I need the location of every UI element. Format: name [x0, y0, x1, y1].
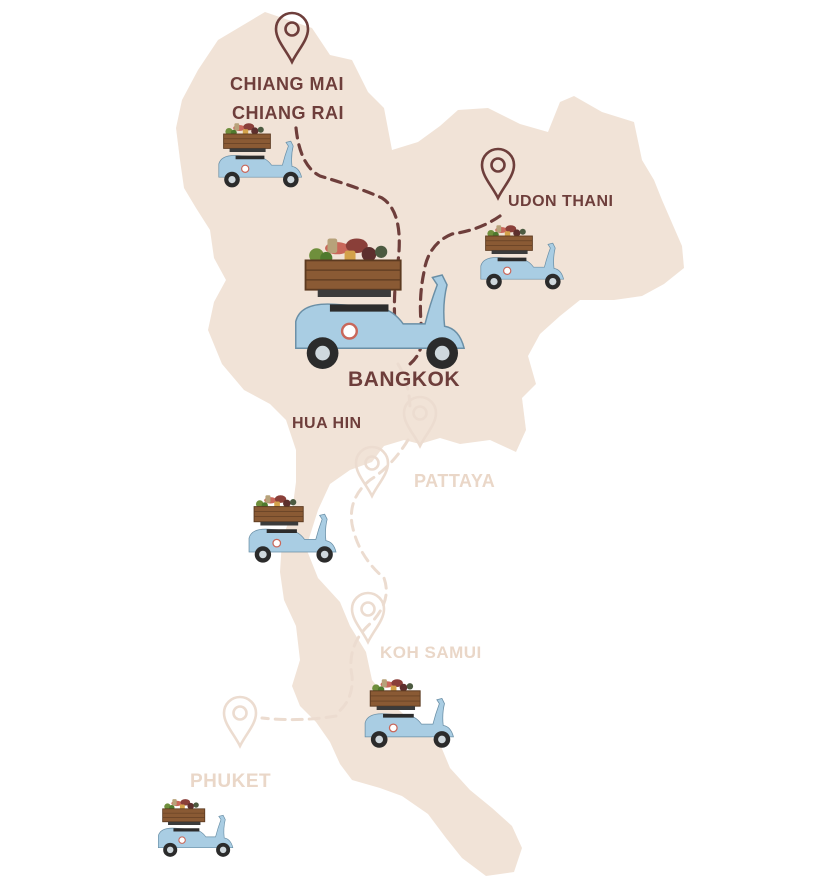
city-label-bangkok: BANGKOK: [348, 368, 460, 391]
thailand-landmass: [176, 12, 684, 876]
route-to-phuket: [260, 714, 338, 722]
city-label-pattaya: PATTAYA: [414, 471, 495, 491]
map-pin-icon: [350, 591, 386, 644]
map-pin-icon: [222, 695, 258, 748]
route-bangkok-to-pattaya: [396, 362, 412, 412]
city-label-hua-hin: HUA HIN: [292, 415, 362, 432]
city-label-koh-samui: KOH SAMUI: [380, 643, 482, 662]
city-label-phuket: PHUKET: [190, 771, 271, 792]
city-label-chiang-mai: CHIANG MAI: [230, 74, 344, 94]
city-label-udon-thani: UDON THANI: [508, 193, 613, 210]
delivery-scooter-icon: [157, 798, 234, 858]
city-label-chiang-rai: CHIANG RAI: [232, 103, 344, 123]
route-south: [334, 438, 410, 716]
